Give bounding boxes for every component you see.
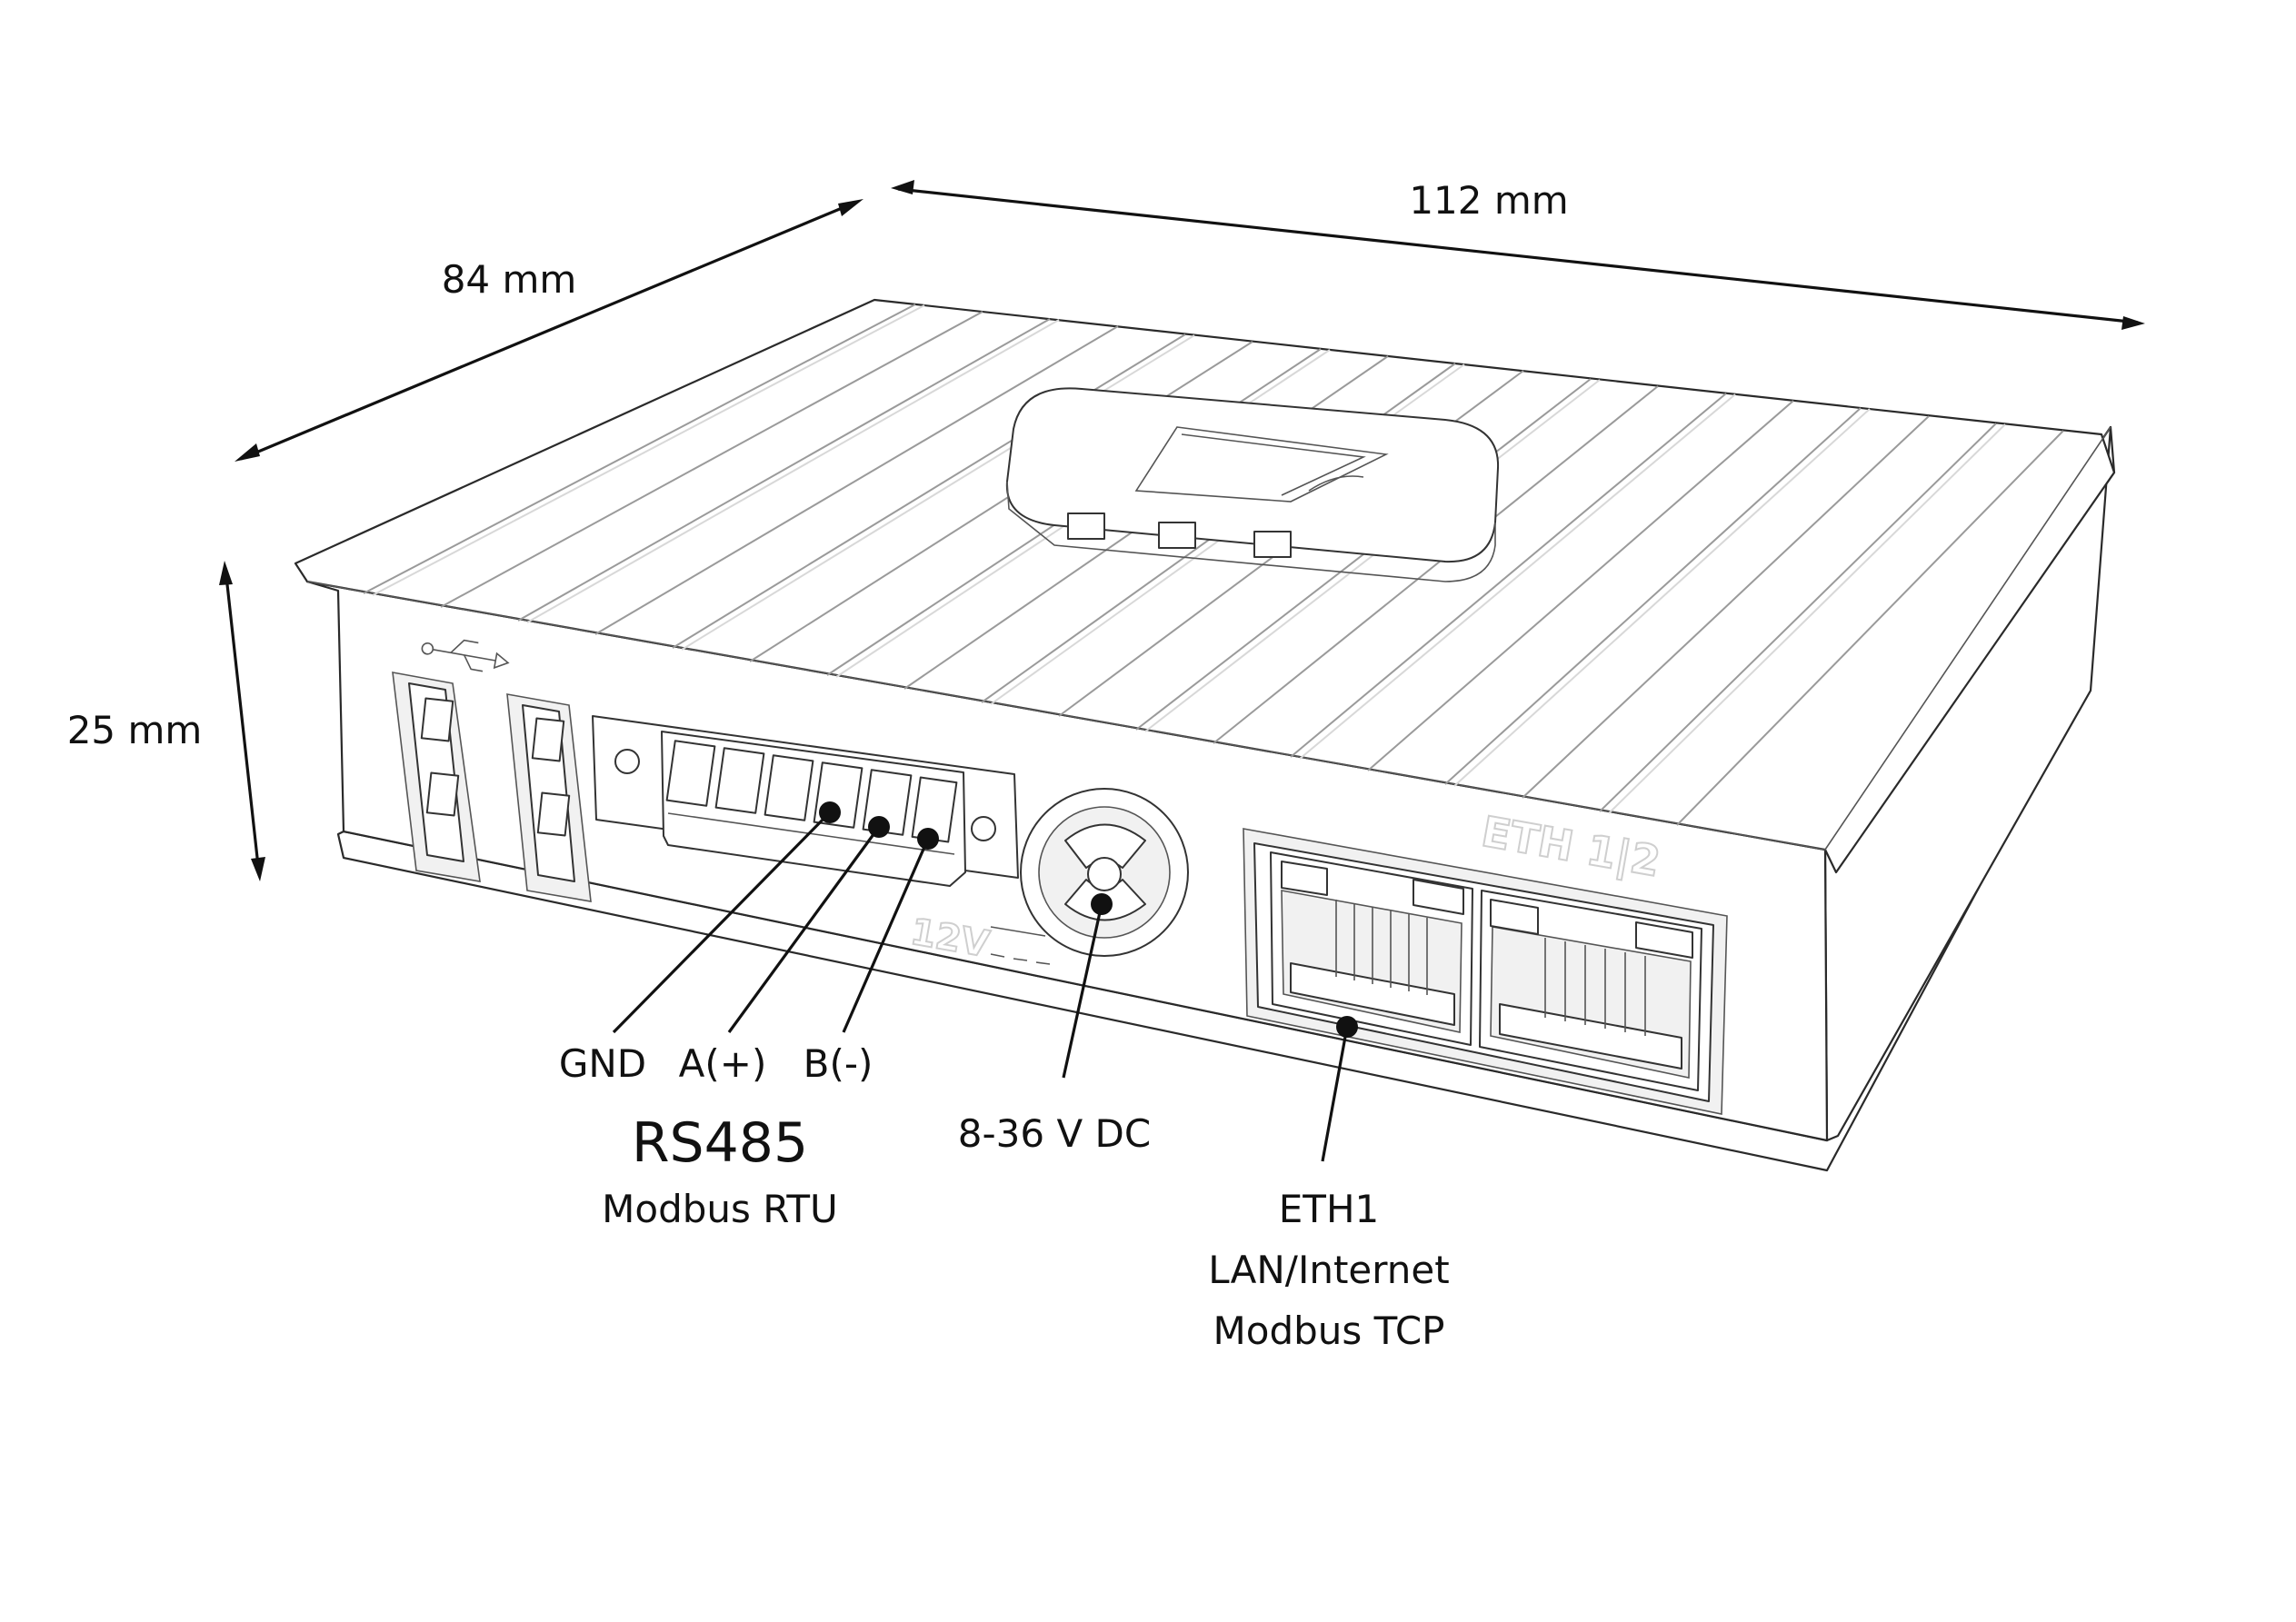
leader-power — [1062, 893, 1113, 1079]
width-label: 112 mm — [1409, 178, 1568, 223]
logo-plate-tab — [1067, 512, 1105, 540]
eth-line3: Modbus TCP — [1213, 1309, 1445, 1353]
terminal-slot — [764, 754, 814, 821]
dc-symbol — [990, 926, 1051, 965]
dc-power-jack — [1020, 788, 1189, 957]
eth-line2: LAN/Internet — [1208, 1248, 1449, 1292]
pin-b-minus-label: B(-) — [804, 1041, 873, 1086]
leader-eth1 — [1321, 1016, 1358, 1162]
rs485-title: RS485 — [632, 1111, 808, 1175]
dimension-depth — [235, 199, 863, 462]
usb-port-1 — [392, 672, 481, 882]
height-label: 25 mm — [67, 708, 203, 752]
power-voltage-label: 8-36 V DC — [958, 1111, 1151, 1156]
usb-port-2 — [506, 693, 592, 902]
logo-plate — [1005, 387, 1500, 582]
depth-label: 84 mm — [442, 257, 577, 302]
rs485-protocol: Modbus RTU — [602, 1187, 838, 1231]
pin-a-plus-label: A(+) — [679, 1041, 767, 1086]
eth-port-2 — [1479, 890, 1702, 1091]
rs485-terminal-block — [592, 715, 1019, 887]
dimension-width — [891, 180, 2145, 330]
brand-logo-icon — [1134, 426, 1389, 503]
eth-line1: ETH1 — [1279, 1187, 1380, 1231]
device-body: 12V ETH 1|2 — [294, 298, 2116, 1172]
logo-plate-tab — [1158, 522, 1196, 549]
leader-gnd — [612, 801, 841, 1034]
ethernet-ports: ETH 1|2 — [1243, 806, 1728, 1115]
pin-gnd-label: GND — [559, 1041, 646, 1086]
lid-edge — [306, 426, 2111, 851]
leader-b-minus — [842, 828, 939, 1033]
logo-plate-tab — [1253, 531, 1292, 558]
eth-port-1 — [1270, 851, 1473, 1046]
terminal-slot — [714, 747, 765, 814]
leader-a-plus — [727, 816, 890, 1033]
usb-icon — [421, 639, 510, 672]
dimension-height — [219, 561, 265, 881]
terminal-slot — [665, 740, 716, 807]
